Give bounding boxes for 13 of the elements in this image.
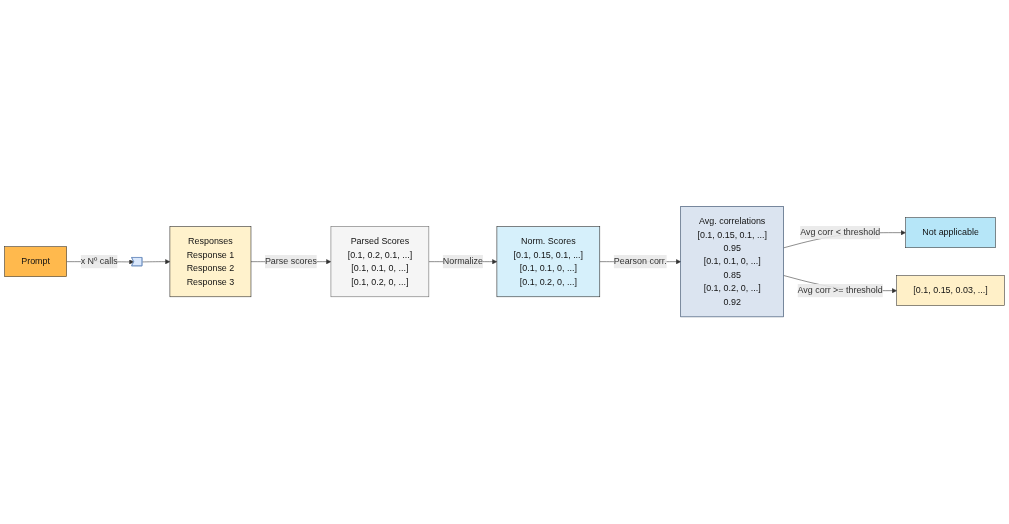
node-box: Avg. correlations [0.1, 0.15, 0.1, ...] 0.95 [0.1, 0.1, 0, ...] 0.85 [0.1, 0.2, 0, ...] 0.92 <box>680 206 784 318</box>
edge-label: Avg corr >= threshold <box>797 285 883 296</box>
node-box: Parsed Scores [0.1, 0.2, 0.1, ...] [0.1, 0.1, 0, ...] [0.1, 0.2, 0, ...] <box>330 226 430 298</box>
edge-label: Avg corr < threshold <box>800 227 881 238</box>
node-box: Prompt <box>4 246 67 278</box>
node-box: Norm. Scores [0.1, 0.15, 0.1, ...] [0.1, 0.1, 0, ...] [0.1, 0.2, 0, ...] <box>496 226 601 298</box>
edge-label: x Nº calls <box>80 256 118 267</box>
node-box: Responses Response 1 Response 2 Response 3 <box>169 226 252 298</box>
edge-label: Normalize <box>442 256 483 267</box>
edge-label: Pearson corr. <box>613 256 667 267</box>
edge-label: Parse scores <box>264 256 317 267</box>
node-box: Not applicable <box>905 217 996 249</box>
node-box: [0.1, 0.15, 0.03, ...] <box>896 275 1005 307</box>
